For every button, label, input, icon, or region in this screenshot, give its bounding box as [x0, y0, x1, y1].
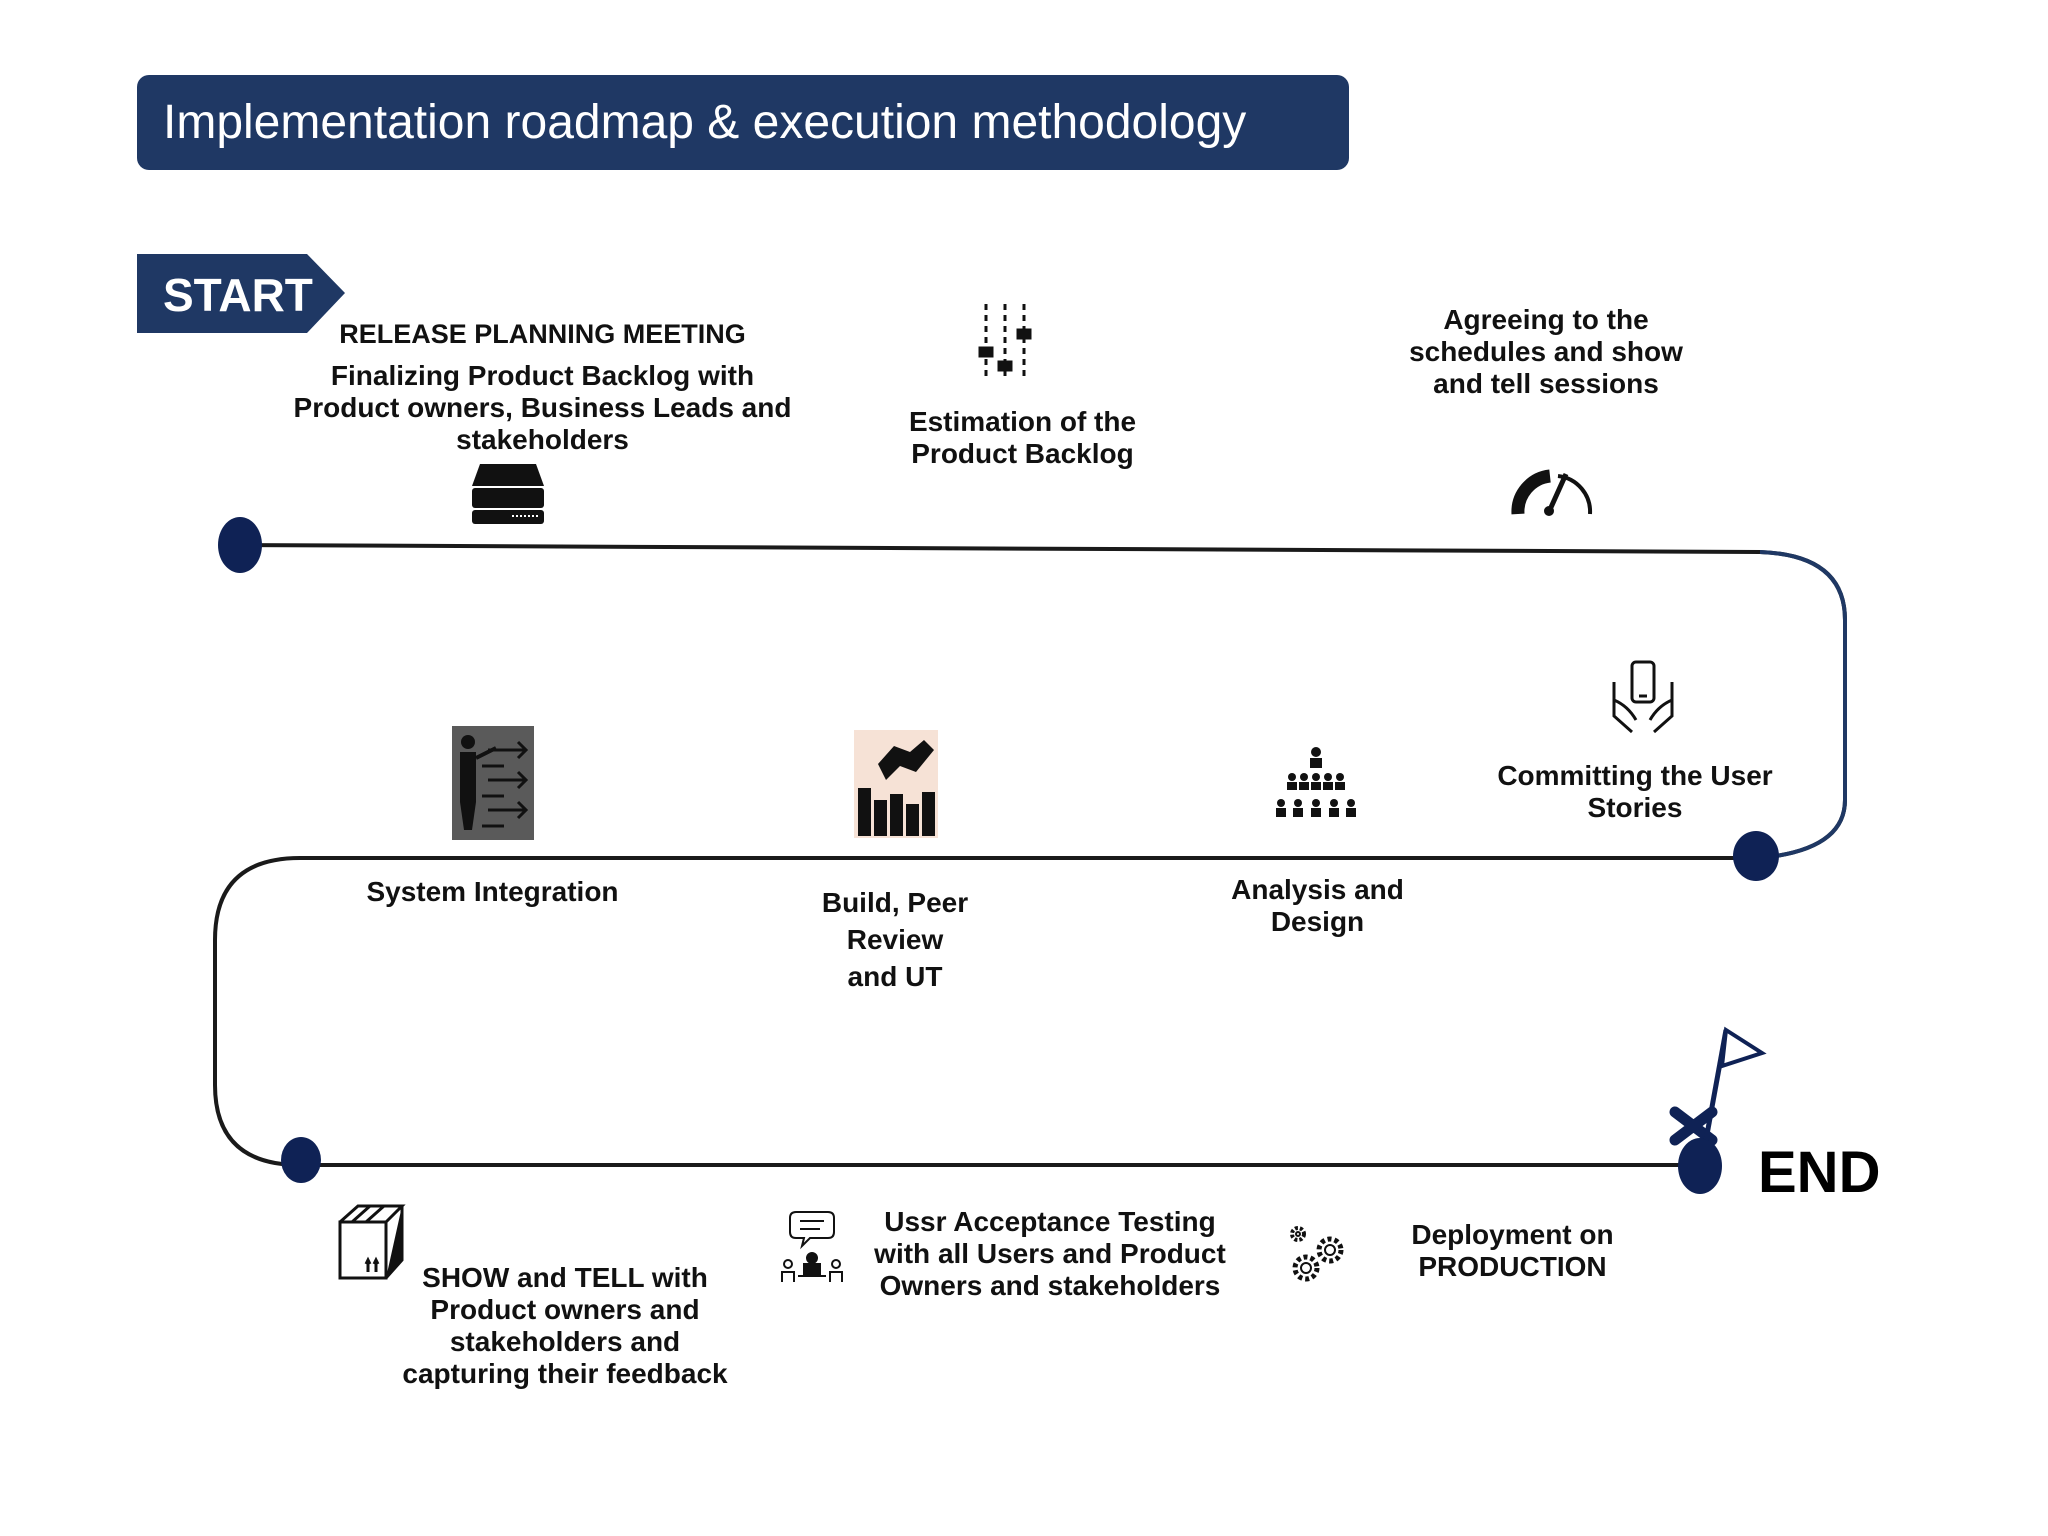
- handshake-chart-icon: [854, 730, 938, 838]
- start-dot: [218, 517, 262, 573]
- sliders-icon: [978, 304, 1032, 378]
- step-8-label: SHOW and TELL with Product owners and st…: [402, 1262, 728, 1389]
- start-banner: [137, 254, 345, 333]
- title-bar: [137, 75, 1349, 170]
- step-3-label: Agreeing to the schedules and show and t…: [1409, 304, 1683, 399]
- meeting-icon: [781, 1211, 843, 1282]
- step-7-label: System Integration: [366, 876, 619, 907]
- step-2-label: Estimation of the Product Backlog: [908, 406, 1137, 469]
- end-flag-icon: [1669, 1026, 1767, 1194]
- gauge-icon: [1511, 469, 1593, 516]
- step-1-label: Finalizing Product Backlog with Product …: [293, 360, 792, 455]
- hands-phone-icon: [1612, 660, 1674, 734]
- page-title: Implementation roadmap & execution metho…: [163, 96, 1247, 149]
- step-1-heading: RELEASE PLANNING MEETING: [339, 319, 746, 349]
- waypoint-dot: [281, 1137, 321, 1183]
- step-4-label: Committing the User Stories: [1497, 760, 1773, 823]
- presenter-icon: [452, 726, 534, 840]
- waypoint-dot: [1733, 831, 1779, 881]
- hierarchy-people-icon: [1276, 747, 1356, 817]
- end-label: END: [1758, 1140, 1881, 1205]
- server-icon: [472, 464, 544, 524]
- start-label: START: [163, 269, 313, 321]
- roadmap-path: [213, 543, 1847, 1167]
- step-6-label: Build, Peer Review and UT: [821, 887, 969, 992]
- step-9-label: Ussr Acceptance Testing with all Users a…: [874, 1206, 1226, 1301]
- box-icon: [338, 1204, 406, 1280]
- step-10-label: Deployment on PRODUCTION: [1411, 1219, 1614, 1282]
- gears-icon: [1290, 1226, 1344, 1282]
- step-5-label: Analysis and Design: [1231, 874, 1404, 937]
